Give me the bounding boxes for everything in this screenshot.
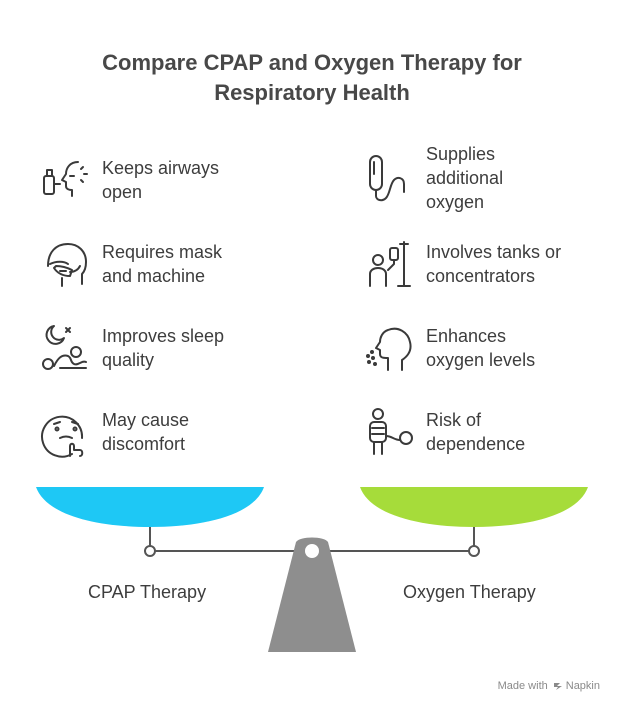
page-title: Compare CPAP and Oxygen Therapy for Resp… [102, 50, 522, 105]
right-pan [360, 487, 588, 527]
inhaler-face-icon [40, 154, 92, 206]
right-pivot [468, 545, 480, 557]
breathing-head-icon [364, 322, 416, 374]
right-pan-label: Oxygen Therapy [403, 582, 536, 602]
mask-head-icon [40, 238, 92, 290]
left-item-airways: Keeps airways open [40, 154, 219, 206]
left-pivot [144, 545, 156, 557]
tank-person-icon [364, 406, 416, 458]
oxygen-bag-icon [364, 152, 416, 204]
napkin-logo-icon [553, 683, 562, 690]
right-item-tanks: Involves tanks or concentrators [364, 238, 561, 290]
sleep-moon-icon [40, 322, 92, 374]
fulcrum-pivot [305, 544, 319, 558]
left-item-mask: Requires mask and machine [40, 238, 222, 290]
left-item-sleep: Improves sleep quality [40, 322, 224, 374]
left-pan [36, 487, 264, 527]
right-item-supplies: Supplies additional oxygen [364, 142, 503, 214]
iv-stand-patient-icon [364, 238, 416, 290]
right-item-dependence: Risk of dependence [364, 406, 525, 458]
balance-scale [36, 487, 588, 652]
worried-face-icon [40, 406, 92, 458]
brand-footer: Made with Napkin [497, 680, 600, 692]
right-item-enhances: Enhances oxygen levels [364, 322, 535, 374]
scale-fulcrum [268, 537, 356, 652]
left-pan-label: CPAP Therapy [88, 582, 207, 602]
left-item-discomfort: May cause discomfort [40, 406, 189, 458]
